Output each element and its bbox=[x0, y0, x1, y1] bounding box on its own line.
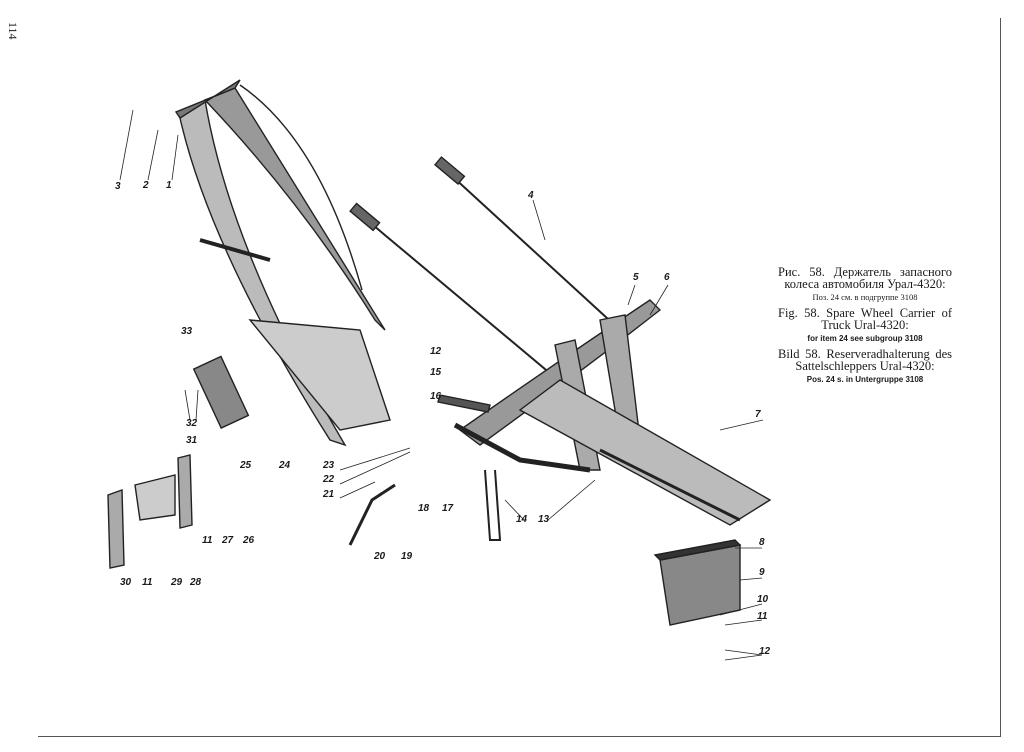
callout-14: 14 bbox=[516, 514, 528, 525]
callout-11: 11 bbox=[142, 577, 153, 588]
leader-lines bbox=[119, 109, 764, 661]
callout-16: 16 bbox=[430, 391, 442, 402]
callout-13: 13 bbox=[538, 514, 550, 525]
figure-caption: Рис. 58. Держатель запасного колеса авто… bbox=[778, 266, 952, 389]
callout-17: 17 bbox=[442, 503, 454, 514]
callout-18: 18 bbox=[418, 503, 430, 514]
callout-11: 11 bbox=[202, 535, 213, 546]
callout-15: 15 bbox=[430, 367, 442, 378]
callout-30: 30 bbox=[120, 577, 132, 588]
callout-21: 21 bbox=[323, 489, 335, 500]
callout-6: 6 bbox=[664, 272, 670, 283]
callout-31: 31 bbox=[186, 435, 198, 446]
callout-23: 23 bbox=[323, 460, 335, 471]
page-frame bbox=[38, 18, 1001, 737]
callout-12: 12 bbox=[759, 646, 771, 657]
callout-22: 22 bbox=[323, 474, 335, 485]
callout-4: 4 bbox=[528, 190, 534, 201]
caption-ru-title: Рис. 58. Держатель запасного колеса авто… bbox=[778, 265, 952, 291]
callout-24: 24 bbox=[279, 460, 291, 471]
caption-en-note: for item 24 see subgroup 3108 bbox=[807, 334, 923, 343]
callout-28: 28 bbox=[190, 577, 202, 588]
callout-2: 2 bbox=[143, 180, 149, 191]
spare-parts bbox=[107, 355, 742, 626]
callout-33: 33 bbox=[181, 326, 193, 337]
callout-25: 25 bbox=[240, 460, 252, 471]
caption-de-note: Pos. 24 s. in Untergruppe 3108 bbox=[806, 375, 924, 384]
callout-19: 19 bbox=[401, 551, 413, 562]
caption-en-title: Fig. 58. Spare Wheel Carrier of Truck Ur… bbox=[778, 306, 952, 332]
callout-5: 5 bbox=[633, 272, 639, 283]
callout-9: 9 bbox=[759, 567, 765, 578]
rods bbox=[349, 156, 621, 391]
callout-3: 3 bbox=[115, 181, 121, 192]
callout-27: 27 bbox=[222, 535, 234, 546]
callout-26: 26 bbox=[243, 535, 255, 546]
callout-29: 29 bbox=[171, 577, 183, 588]
callout-1: 1 bbox=[166, 180, 172, 191]
callout-8: 8 bbox=[759, 537, 765, 548]
callout-10: 10 bbox=[757, 594, 769, 605]
carrier-frame-left bbox=[174, 79, 391, 447]
callout-20: 20 bbox=[374, 551, 386, 562]
caption-ru-note: Поз. 24 см. в подгруппе 3108 bbox=[812, 292, 918, 302]
carrier-frame-right bbox=[453, 299, 772, 526]
callout-32: 32 bbox=[186, 418, 198, 429]
callout-12: 12 bbox=[430, 346, 442, 357]
callout-11: 11 bbox=[757, 611, 768, 622]
callout-7: 7 bbox=[755, 409, 761, 420]
caption-de-title: Bild 58. Reserveradhalterung des Sattels… bbox=[778, 347, 952, 373]
